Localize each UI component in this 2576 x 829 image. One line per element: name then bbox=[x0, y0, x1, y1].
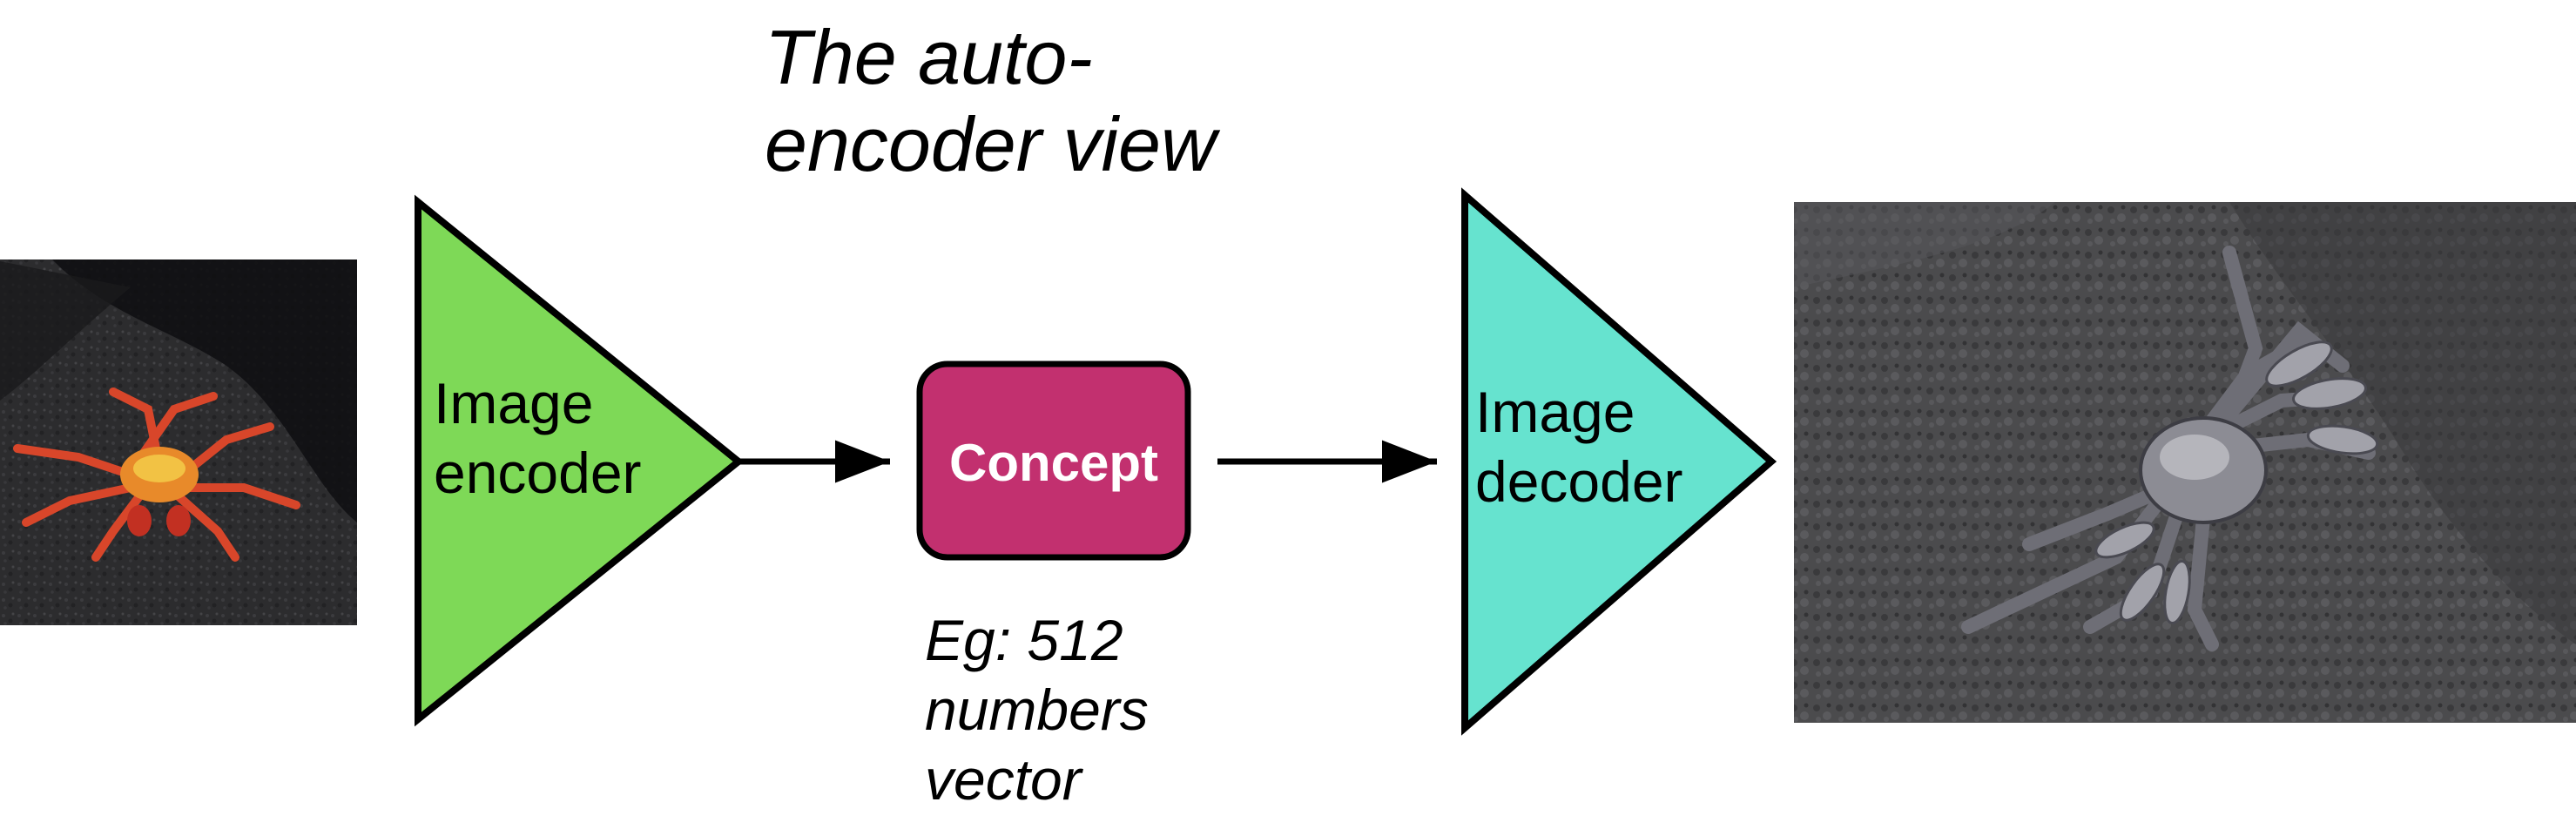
red-crab-icon bbox=[13, 388, 300, 562]
decoder-label-line-2: decoder bbox=[1475, 449, 1683, 514]
image-encoder-block: Image encoder bbox=[415, 194, 745, 727]
image-decoder-block: Image decoder bbox=[1461, 187, 1777, 736]
diagram-title: The auto- encoder view bbox=[765, 14, 1221, 187]
title-line-1: The auto- bbox=[765, 14, 1093, 100]
image-decoder-label: Image decoder bbox=[1475, 380, 1683, 514]
encoder-label-line-2: encoder bbox=[434, 441, 642, 505]
output-crab-image bbox=[1794, 202, 2576, 723]
decoder-label-line-1: Image bbox=[1475, 380, 1635, 444]
concept-note-line-1: Eg: 512 bbox=[925, 608, 1123, 672]
concept-label: Concept bbox=[949, 434, 1158, 492]
concept-note-line-3: vector bbox=[925, 747, 1084, 812]
title-line-2: encoder view bbox=[765, 101, 1221, 187]
image-encoder-label: Image encoder bbox=[434, 371, 642, 505]
input-crab-image bbox=[0, 259, 357, 625]
concept-note-line-2: numbers bbox=[925, 677, 1149, 742]
concept-block: Concept bbox=[916, 361, 1191, 561]
concept-note: Eg: 512 numbers vector bbox=[925, 608, 1164, 812]
encoder-label-line-1: Image bbox=[434, 371, 593, 435]
grey-crab-icon bbox=[1961, 246, 2379, 651]
